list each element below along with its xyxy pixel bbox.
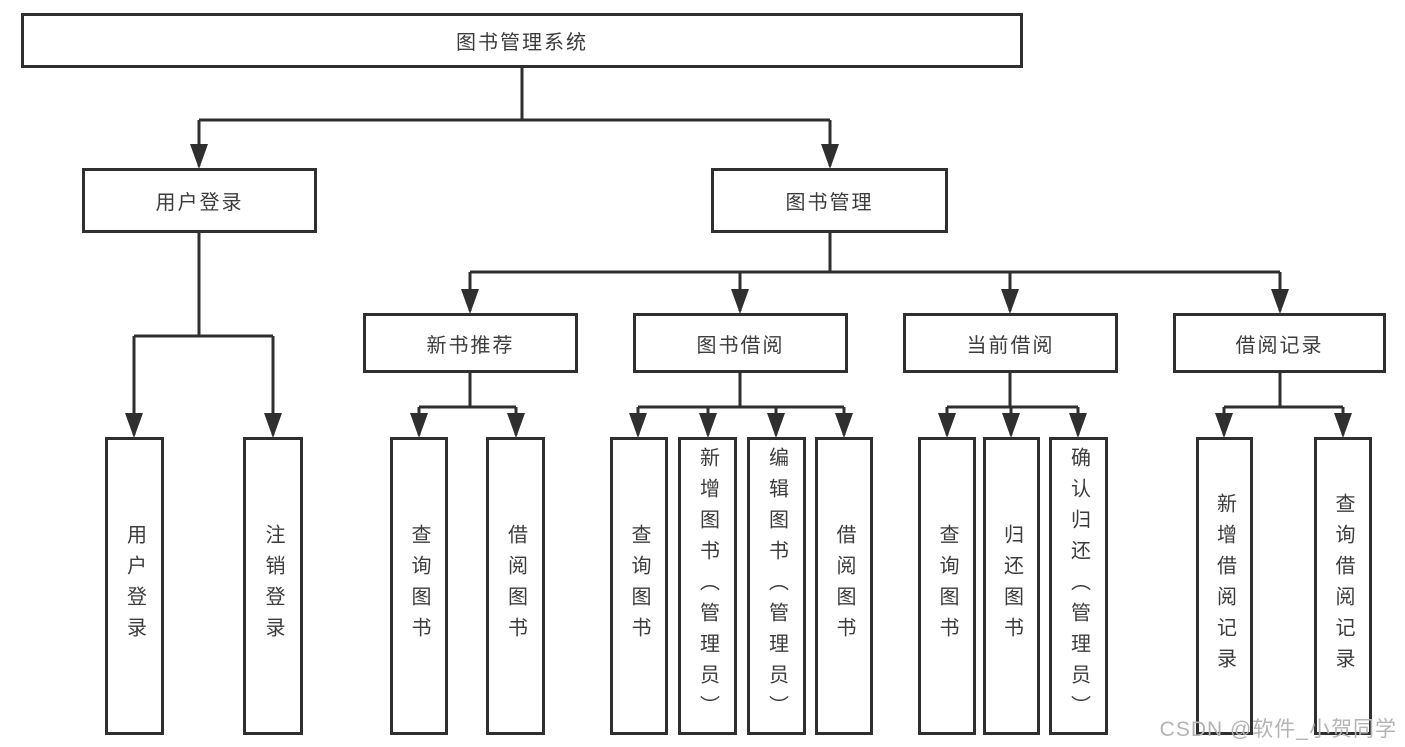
connector-root-to-level2	[197, 68, 832, 166]
arrowhead-icon	[1002, 413, 1020, 438]
node-label: 借阅记录	[1235, 334, 1324, 357]
leaf-return-books: 归还图书	[983, 437, 1040, 735]
connector-new-book-children	[417, 373, 518, 435]
node-book-borrowing: 图书借阅	[633, 313, 848, 373]
node-label: 编辑图书（管理员）	[765, 446, 788, 726]
arrowhead-icon	[1069, 413, 1087, 438]
node-label: 借阅图书	[504, 524, 527, 648]
node-label: 图书管理系统	[456, 32, 588, 54]
arrowhead-icon	[821, 144, 839, 169]
node-label: 图书借阅	[696, 334, 785, 357]
connector-borrow-record-children	[1222, 373, 1345, 435]
arrowhead-icon	[190, 144, 208, 169]
node-borrowing-records: 借阅记录	[1173, 313, 1386, 373]
arrowhead-icon	[767, 413, 785, 438]
node-new-book-recommendation: 新书推荐	[363, 313, 578, 373]
node-current-borrowing: 当前借阅	[903, 313, 1118, 373]
leaf-query-books-recommend: 查询图书	[390, 437, 448, 735]
node-book-management: 图书管理	[711, 168, 948, 233]
leaf-query-books-current: 查询图书	[918, 437, 976, 735]
node-label: 查询图书	[408, 524, 430, 648]
node-label: 归还图书	[1000, 524, 1023, 648]
connector-book-borrow-children	[636, 373, 846, 435]
connector-book-mgmt-to-level3	[468, 233, 1282, 311]
leaf-confirm-return-admin: 确认归还（管理员）	[1049, 437, 1108, 735]
node-label: 图书管理	[785, 192, 874, 214]
arrowhead-icon	[835, 413, 853, 438]
arrowhead-icon	[1271, 289, 1289, 314]
node-label: 用户登录	[155, 192, 244, 214]
node-label: 查询图书	[936, 524, 958, 648]
arrowhead-icon	[125, 413, 143, 438]
node-user-login: 用户登录	[82, 168, 317, 233]
arrowhead-icon	[461, 289, 479, 314]
arrowhead-icon	[1215, 413, 1233, 438]
node-library-system: 图书管理系统	[21, 13, 1023, 68]
leaf-add-borrow-record: 新增借阅记录	[1196, 437, 1253, 735]
leaf-borrow-books-recommend: 借阅图书	[486, 437, 545, 735]
node-label: 查询图书	[628, 524, 650, 648]
leaf-edit-books-admin: 编辑图书（管理员）	[747, 437, 806, 735]
arrowhead-icon	[1334, 413, 1352, 438]
leaf-query-borrow-record: 查询借阅记录	[1314, 437, 1372, 735]
arrowhead-icon	[629, 413, 647, 438]
node-label: 当前借阅	[966, 334, 1055, 357]
leaf-logout: 注销登录	[243, 437, 303, 735]
arrowhead-icon	[938, 413, 956, 438]
node-label: 借阅图书	[833, 524, 855, 648]
node-label: 注销登录	[262, 524, 284, 648]
connector-user-login-children	[132, 233, 275, 435]
leaf-query-books-borrow: 查询图书	[610, 437, 668, 735]
arrowhead-icon	[410, 413, 428, 438]
arrowhead-icon	[507, 413, 525, 438]
arrowhead-icon	[264, 413, 282, 438]
arrowhead-icon	[731, 289, 749, 314]
leaf-borrow-books: 借阅图书	[815, 437, 873, 735]
arrowhead-icon	[1001, 289, 1019, 314]
node-label: 确认归还（管理员）	[1067, 446, 1090, 726]
node-label: 查询借阅记录	[1332, 493, 1354, 679]
arrowheads	[125, 144, 1352, 438]
leaf-user-login: 用户登录	[105, 437, 164, 735]
node-label: 新增图书（管理员）	[696, 446, 719, 726]
csdn-watermark: CSDN @软件_小贺同学	[1159, 718, 1397, 741]
node-label: 新增借阅记录	[1213, 493, 1236, 679]
arrowhead-icon	[699, 413, 717, 438]
node-label: 新书推荐	[426, 334, 515, 357]
node-label: 用户登录	[123, 524, 146, 648]
leaf-add-books-admin: 新增图书（管理员）	[678, 437, 737, 735]
